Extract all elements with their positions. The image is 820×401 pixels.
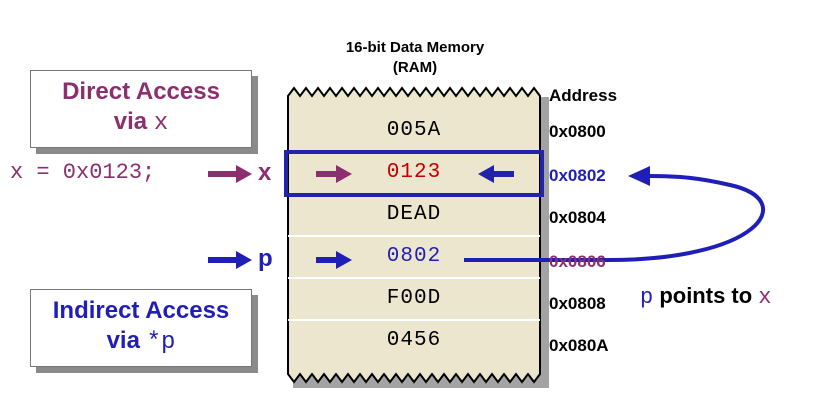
address-label-x: 0x0802 bbox=[549, 166, 606, 185]
address-label-p: 0x0806 bbox=[549, 252, 606, 271]
direct-access-via: via x bbox=[31, 107, 251, 139]
direct-via-var: x bbox=[153, 110, 169, 137]
annotation-x: x bbox=[758, 285, 772, 310]
address-header: Address bbox=[549, 86, 618, 105]
memory-title: 16-bit Data Memory (RAM) bbox=[300, 38, 530, 78]
right-arrow-icon bbox=[208, 165, 252, 183]
memory-cell: DEAD bbox=[386, 203, 442, 226]
address-label: 0x0800 bbox=[549, 122, 606, 141]
indirect-arrow-icons bbox=[208, 251, 352, 269]
direct-via-prefix: via bbox=[113, 108, 154, 135]
points-to-annotation: p points to x bbox=[640, 283, 772, 310]
right-arrow-icon bbox=[208, 251, 252, 269]
right-arrow-icon bbox=[316, 251, 352, 269]
right-arrow-icon bbox=[316, 165, 352, 183]
pointer-arrowhead-icon bbox=[628, 166, 650, 186]
indirect-via-var: *p bbox=[146, 329, 176, 356]
direct-arrow-icons bbox=[208, 165, 352, 183]
address-label: 0x080A bbox=[549, 336, 609, 355]
memory-cell-x: 0123 bbox=[386, 161, 442, 184]
direct-access-box: Direct Access via x bbox=[30, 70, 252, 148]
indirect-via-prefix: via bbox=[106, 327, 147, 354]
indirect-access-via: via *p bbox=[31, 326, 251, 358]
indirect-access-title: Indirect Access bbox=[52, 297, 230, 324]
address-label: 0x0804 bbox=[549, 208, 606, 227]
memory-title-line2: (RAM) bbox=[392, 59, 438, 76]
left-arrow-icon bbox=[478, 165, 514, 183]
x-highlight-frame bbox=[284, 150, 544, 197]
variable-label-p: p bbox=[258, 245, 273, 272]
memory-title-line1: 16-bit Data Memory bbox=[345, 39, 485, 56]
memory-cell: 0456 bbox=[386, 329, 442, 352]
variable-label-x: x bbox=[258, 159, 272, 186]
memory-cell: F00D bbox=[386, 287, 442, 310]
annotation-middle: points to bbox=[653, 283, 759, 308]
assignment-code: x = 0x0123; bbox=[10, 160, 156, 185]
pointer-curve bbox=[464, 174, 765, 263]
memory-cell-p: 0802 bbox=[386, 245, 442, 268]
direct-access-title: Direct Access bbox=[62, 78, 220, 105]
memory-cell: 005A bbox=[386, 119, 442, 142]
indirect-access-box: Indirect Access via *p bbox=[30, 289, 252, 367]
annotation-p: p bbox=[640, 285, 654, 310]
address-label: 0x0808 bbox=[549, 294, 606, 313]
